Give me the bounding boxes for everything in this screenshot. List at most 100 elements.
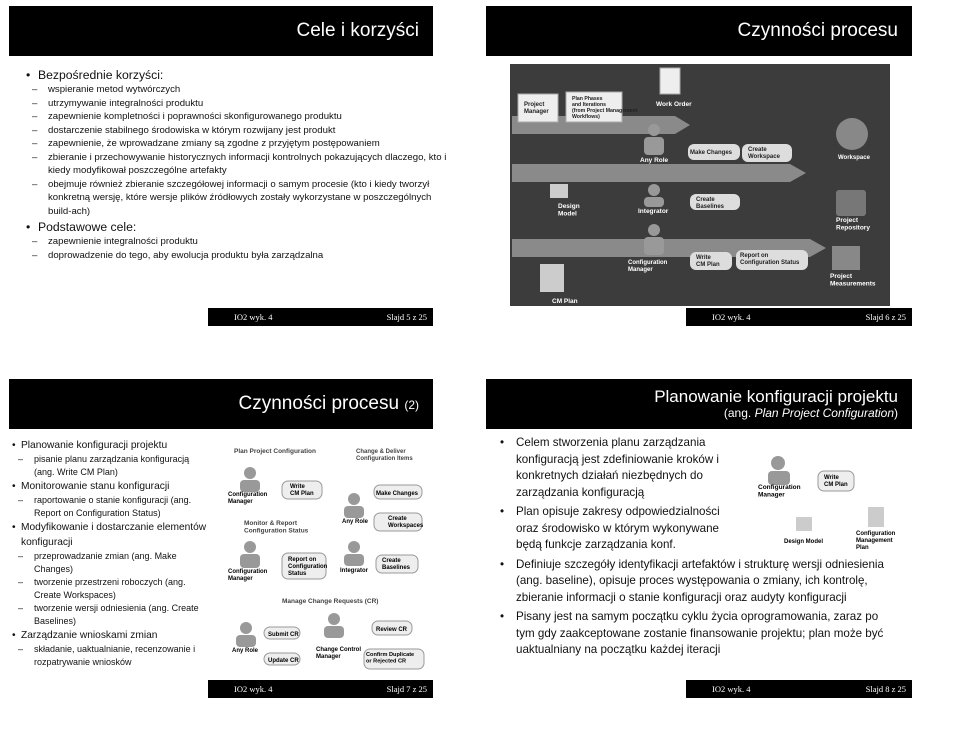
sub-bullet-text: przeprowadzanie zmian (ang. Make Changes… [34,551,177,574]
label-any-role-2: Any Role [232,648,259,654]
bullet-heading: •Podstawowe cele: [26,220,137,234]
sub-bullet-text: obejmuje również zbieranie szczegółowej … [48,178,432,217]
label-submit-cr: Submit CR [268,632,299,638]
sub-bullet-text: doprowadzenie do tego, aby ewolucja prod… [48,249,324,261]
label-workspace: Workspace [838,155,871,161]
sub-bullet: –obejmuje również zbieranie szczegółowej… [26,178,450,219]
slide-title: Cele i korzyści [296,19,419,41]
label-integrator: Integrator [340,568,369,574]
slide-5: Cele i korzyści •Bezpośrednie korzyści: … [0,0,480,350]
footer-slide-number: Slajd 7 z 25 [386,684,427,694]
sub-bullet: –tworzenie wersji odniesienia (ang. Crea… [12,602,210,628]
slide-subtitle: (ang. Plan Project Configuration) [723,406,898,421]
label-integrator: Integrator [638,208,669,215]
bullet-text: Definiuje szczegóły identyfikacji artefa… [516,557,884,604]
slide-footer: IO2 wyk. 4 Slajd 5 z 25 [208,308,433,326]
label-any-role-1: Any Role [342,519,369,525]
bullet: •Plan opisuje zakresy odpowiedzialności … [500,504,730,554]
sub-bullet: –raportowanie o stanie konfiguracji (ang… [12,494,210,520]
bullet: •Pisany jest na samym początku cyklu życ… [500,609,890,659]
bullet: •Monitorowanie stanu konfiguracji [12,481,170,492]
slide-title: Czynności procesu (2) [238,392,419,414]
label-make-changes: Make Changes [690,150,733,156]
bullet: •Zarządzanie wnioskami zmian [12,630,158,641]
label-manage-change-requests: Manage Change Requests (CR) [282,598,378,605]
sub-bullet: –doprowadzenie do tego, aby ewolucja pro… [32,249,324,261]
label-work-order: Work Order [656,101,692,108]
sub-bullet-text: utrzymywanie integralności produktu [48,97,204,109]
footer-course: IO2 wyk. 4 [234,312,273,322]
sub-bullet-text: dostarczenie stabilnego środowiska w któ… [48,124,336,136]
sub-bullet: –wspieranie metod wytwórczych [32,84,181,95]
slide-content: •Bezpośrednie korzyści: –wspieranie meto… [26,68,450,262]
bullet: •Modyfikowanie i dostarczanie elementów … [12,520,210,550]
label-make-changes: Make Changes [376,491,419,497]
slide-content: •Planowanie konfiguracji projektu –pisani… [12,438,210,669]
footer-course: IO2 wyk. 4 [234,684,273,694]
sub-bullet: –składanie, uaktualnianie, recenzowanie … [12,643,210,669]
label-cm-plan: CM Plan [552,298,578,305]
slide-footer: IO2 wyk. 4 Slajd 6 z 25 [686,308,912,326]
sub-bullet-text: zbieranie i przechowywanie historycznych… [48,151,447,177]
bullet-text: Zarządzanie wnioskami zmian [21,630,158,641]
bullet-text: Celem stworzenia planu zarządzania konfi… [516,436,719,499]
label-design-model: Design Model [784,539,823,545]
slide-title-bar: Czynności procesu (2) [9,379,433,429]
slide-footer: IO2 wyk. 4 Slajd 8 z 25 [686,680,912,698]
bullet: •Definiuje szczegóły identyfikacji artef… [500,557,890,607]
label-update-cr: Update CR [268,658,299,664]
slide-content: •Celem stworzenia planu zarządzania konf… [500,435,890,662]
bullet: •Planowanie konfiguracji projektu [12,440,168,451]
sub-bullet: –zbieranie i przechowywanie historycznyc… [26,151,450,178]
sub-bullet: –zapewnienie kompletności i poprawności … [32,111,342,122]
sub-bullet-text: tworzenie przestrzeni roboczych (ang. Cr… [34,577,186,600]
sub-bullet-text: zapewnienie, że wprowadzane zmiany są zg… [48,138,380,149]
sub-bullet: –pisanie planu zarządzania konfiguracją … [12,453,210,479]
sub-bullet-text: zapewnienie integralności produktu [48,236,198,247]
label-review-cr: Review CR [376,627,408,633]
bullet-text: Modyfikowanie i dostarczanie elementów k… [21,522,207,548]
slide-title: Czynności procesu [737,19,898,41]
bullet-text: Monitorowanie stanu konfiguracji [21,481,170,492]
slide-7: Czynności procesu (2) •Planowanie konfig… [0,373,480,746]
footer-slide-number: Slajd 5 z 25 [386,312,427,322]
sub-bullet: –przeprowadzanie zmian (ang. Make Change… [12,550,210,576]
label-any-role: Any Role [640,157,669,164]
slide-title: Planowanie konfiguracji projektu [654,386,898,406]
footer-course: IO2 wyk. 4 [712,684,751,694]
bullet-text: Plan opisuje zakresy odpowiedzialności o… [516,505,720,551]
bullet-text: Planowanie konfiguracji projektu [21,440,168,451]
sub-bullet-text: tworzenie wersji odniesienia (ang. Creat… [34,603,199,626]
bullet-heading: •Bezpośrednie korzyści: [26,68,164,82]
sub-bullet: –zapewnienie integralności produktu [32,236,198,247]
sub-bullet-text: pisanie planu zarządzania konfiguracją (… [34,454,190,477]
sub-bullet-text: raportowanie o stanie konfiguracji (ang.… [34,495,192,518]
sub-bullet: –zapewnienie, że wprowadzane zmiany są z… [32,138,380,149]
bullet-text: Pisany jest na samym początku cyklu życi… [516,610,884,656]
label-plan-project-config: Plan Project Configuration [234,448,316,455]
bullet: •Celem stworzenia planu zarządzania konf… [500,435,730,501]
footer-slide-number: Slajd 8 z 25 [865,684,906,694]
